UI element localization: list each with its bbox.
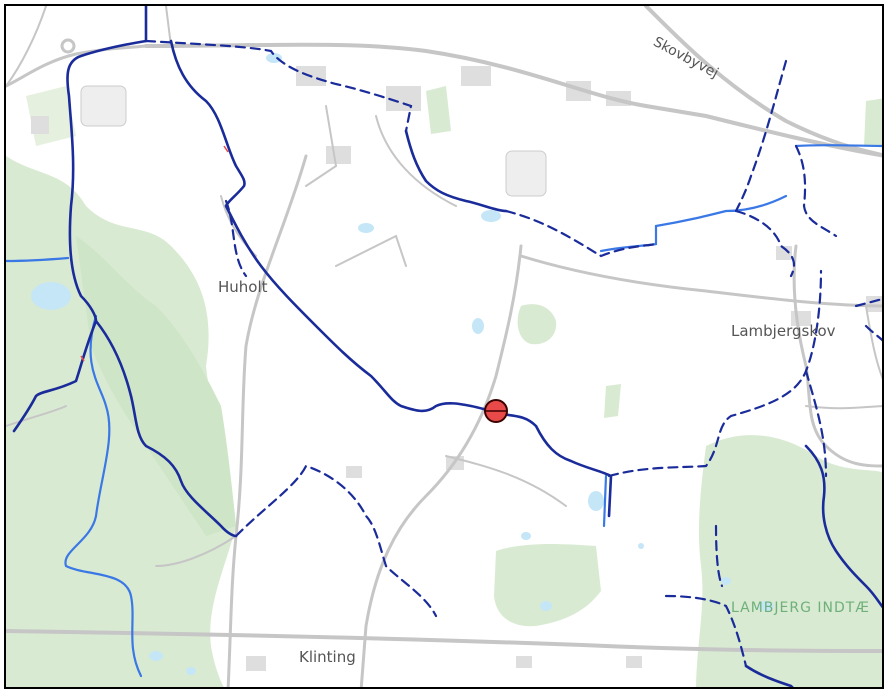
building-14: [516, 656, 532, 668]
building-9: [326, 146, 351, 164]
road-sw: [155, 535, 237, 567]
pipe-north: [144, 39, 413, 133]
lake-9: [186, 667, 196, 675]
pipe-ne-1: [734, 59, 788, 213]
building-2: [505, 150, 547, 197]
lake-5: [588, 491, 604, 511]
pipe-far-east: [864, 324, 882, 342]
road-lambjergskov: [519, 254, 882, 308]
stream-settlement: [404, 129, 508, 213]
building-1: [80, 85, 127, 127]
lake-13: [721, 577, 731, 585]
forest-west-inner: [76, 236, 236, 536]
building-3: [31, 116, 49, 134]
building-6: [461, 66, 491, 86]
pipe-ne-2: [734, 209, 796, 278]
forest-southcenter: [494, 543, 601, 627]
roundabout: [60, 38, 76, 54]
lake-8: [149, 651, 163, 661]
road-far-east: [865, 305, 882, 380]
pipe-south-center-1: [234, 464, 438, 618]
forest-ne: [864, 98, 882, 146]
road-west-3: [6, 6, 47, 87]
road-skovbyvej: [144, 42, 882, 158]
stream-north-east: [599, 194, 788, 253]
building-15: [626, 656, 642, 668]
forest-small1: [604, 384, 621, 418]
stream-west-main: [12, 39, 148, 433]
lake-7: [540, 601, 552, 611]
road-center-ew: [445, 455, 567, 507]
place-label-lambjergskov: Lambjergskov: [731, 322, 836, 340]
pipe-settlement-east: [504, 209, 658, 258]
stream-east-main: [804, 444, 882, 609]
map-view[interactable]: Huholt Lambjergskov Klinting Skovbyvej L…: [4, 4, 884, 689]
lake-1: [266, 53, 282, 63]
lake-6: [521, 532, 531, 540]
pipe-se-2: [714, 524, 724, 588]
lake-2: [481, 210, 501, 222]
stream-ne-2: [794, 144, 882, 148]
road-n1: [165, 6, 172, 47]
area-label-lambjerg-indtaegt: LAMBJERG INDTÆ: [731, 600, 870, 616]
lake-3: [472, 318, 484, 334]
location-marker-icon[interactable]: [484, 399, 508, 423]
stream-se: [744, 664, 794, 687]
map-canvas[interactable]: [6, 6, 884, 689]
road-center-ns: [359, 244, 523, 687]
forest-areas: [6, 86, 882, 687]
pipe-ne-3: [794, 144, 838, 238]
building-16: [776, 246, 792, 260]
stream-center-short: [602, 474, 608, 528]
road-east-2: [805, 405, 882, 410]
forest-east: [696, 435, 882, 687]
stream-west-light: [64, 314, 143, 678]
building-13: [346, 466, 362, 478]
lakes: [31, 53, 774, 675]
lake-11: [758, 601, 774, 611]
building-11: [246, 656, 266, 671]
lake-10: [31, 282, 71, 310]
stream-west-branch: [94, 319, 238, 538]
road-settle2: [375, 115, 457, 207]
road-settle1: [335, 234, 407, 267]
pipe-east-1: [607, 269, 823, 478]
road-west-loop: [6, 44, 148, 88]
road-southmain: [6, 629, 882, 653]
lake-4: [358, 223, 374, 233]
pipe-far-ne: [854, 297, 882, 308]
lake-12: [638, 543, 644, 549]
road-west-2: [6, 405, 67, 427]
red-accents: [80, 145, 229, 362]
road-skovbyvej-east: [644, 6, 882, 158]
road-east-ns: [792, 244, 882, 468]
pipe-southeast: [664, 594, 748, 668]
building-5: [386, 86, 421, 111]
forest-north: [426, 86, 451, 134]
road-settle3: [305, 105, 338, 187]
forest-center: [517, 304, 557, 345]
road-huholt-ns: [226, 154, 308, 687]
place-label-huholt: Huholt: [218, 278, 268, 296]
pipe-east-2: [804, 369, 828, 478]
building-17: [866, 296, 882, 312]
stream-west-short: [6, 256, 70, 263]
watercourses-main: [12, 6, 882, 687]
stream-main: [169, 39, 613, 518]
place-label-klinting: Klinting: [299, 648, 356, 666]
